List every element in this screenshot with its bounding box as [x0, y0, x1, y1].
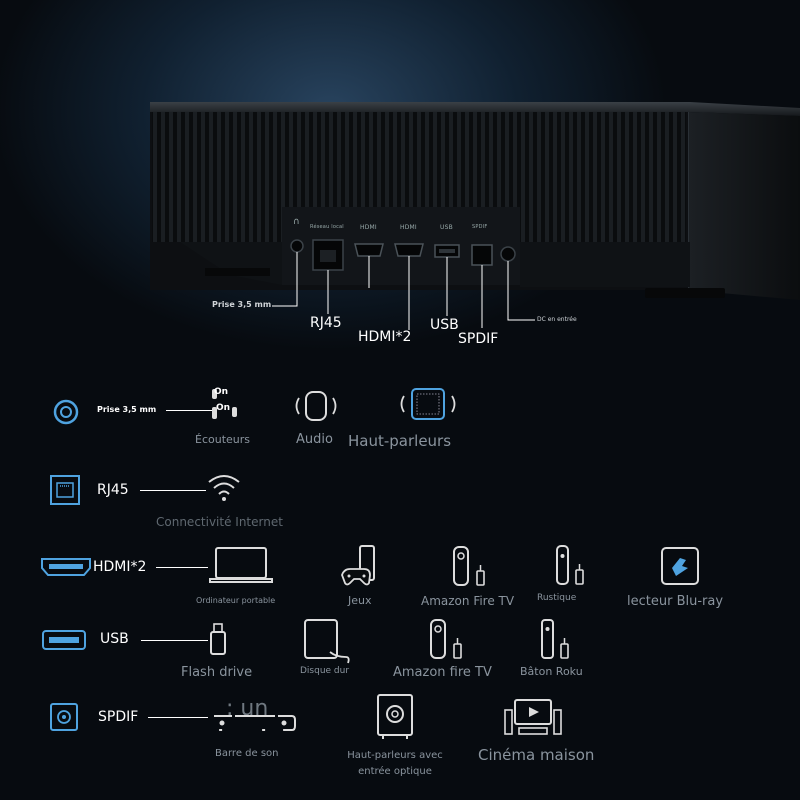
device-label: Audio: [296, 432, 333, 447]
hdmi-port-icon: [41, 558, 91, 576]
bluray-icon: [661, 547, 699, 585]
device-label: Disque dur: [300, 666, 350, 676]
port-tag-usb: USB: [440, 224, 453, 231]
row-label: RJ45: [97, 482, 129, 498]
game-console-icon: [341, 545, 375, 586]
earbuds-mark-2: On: [216, 403, 231, 413]
device-label: Cinéma maison: [478, 746, 595, 764]
earbuds-mark-1: On: [214, 387, 229, 397]
home-cinema-icon: [504, 699, 562, 735]
device-label: Haut-parleurs avec entrée optique: [347, 750, 443, 777]
callout-spdif: SPDIF: [458, 331, 499, 347]
callout-jack: Prise 3,5 mm: [212, 300, 272, 309]
row-label: USB: [100, 631, 129, 647]
fire-tv-stick-icon: [453, 546, 485, 586]
device-label: lecteur Blu-ray: [627, 594, 724, 609]
device-label: Connectivité Internet: [156, 515, 283, 529]
spdif-port-icon: [50, 703, 78, 731]
laptop-icon: [209, 547, 273, 583]
projector-rear: ∩ Réseau local HDMI HDMI USB SPDIF Prise…: [0, 0, 800, 347]
device-label: Haut-parleurs: [348, 432, 452, 450]
row-usb: USB Flash drive Disque dur Amazon fire T…: [0, 615, 800, 690]
row-label: Prise 3,5 mm: [97, 405, 157, 414]
smart-speaker-icon: [295, 391, 337, 421]
device-label: Amazon Fire TV: [421, 594, 515, 608]
callout-hdmi: HDMI*2: [358, 329, 412, 345]
device-label: Rustique: [537, 593, 577, 603]
device-label: Barre de son: [215, 748, 279, 759]
earbuds-icon: [212, 389, 237, 419]
flash-drive-icon: [210, 623, 226, 655]
row-rj45: RJ45 Connectivité Internet: [0, 465, 800, 540]
jack-icon: [53, 399, 79, 425]
hard-disk-icon: [304, 619, 350, 664]
ethernet-port-icon: [50, 475, 80, 505]
projector-illustration: [150, 102, 800, 330]
soundbar-icon: [210, 715, 296, 731]
port-tag-hdmi-1: HDMI: [360, 224, 377, 231]
speaker-icon: [400, 388, 456, 420]
subwoofer-icon: [377, 694, 413, 739]
streaming-stick-icon: [556, 545, 584, 585]
device-label: Écouteurs: [195, 433, 251, 446]
row-label: SPDIF: [98, 709, 139, 725]
port-tag-hdmi-2: HDMI: [400, 224, 417, 231]
device-label: Ordinateur portable: [196, 596, 276, 605]
device-label: Jeux: [348, 594, 372, 607]
row-spdif: SPDIF : un Barre de son Haut-parleurs av…: [0, 690, 800, 800]
device-label: Flash drive: [181, 665, 253, 680]
port-tag-rj45: Réseau local: [310, 224, 344, 230]
callout-usb: USB: [430, 317, 459, 333]
row-label: HDMI*2: [93, 559, 147, 575]
roku-stick-icon: [541, 619, 569, 659]
row-jack: Prise 3,5 mm On On Écouteurs Audio Haut-…: [0, 380, 800, 460]
usb-port-icon: [42, 630, 86, 650]
device-label: Bâton Roku: [520, 665, 583, 678]
callout-rj45: RJ45: [310, 315, 342, 331]
device-label: Amazon fire TV: [393, 665, 492, 680]
port-tag-spdif: SPDIF: [472, 224, 488, 230]
port-tag-headphone: ∩: [293, 217, 300, 227]
callout-dc: DC en entrée: [537, 316, 577, 323]
row-hdmi: HDMI*2 Ordinateur portable Jeux Amazon F…: [0, 540, 800, 615]
wifi-icon: [208, 475, 240, 501]
fire-tv-stick-icon: [430, 619, 462, 659]
